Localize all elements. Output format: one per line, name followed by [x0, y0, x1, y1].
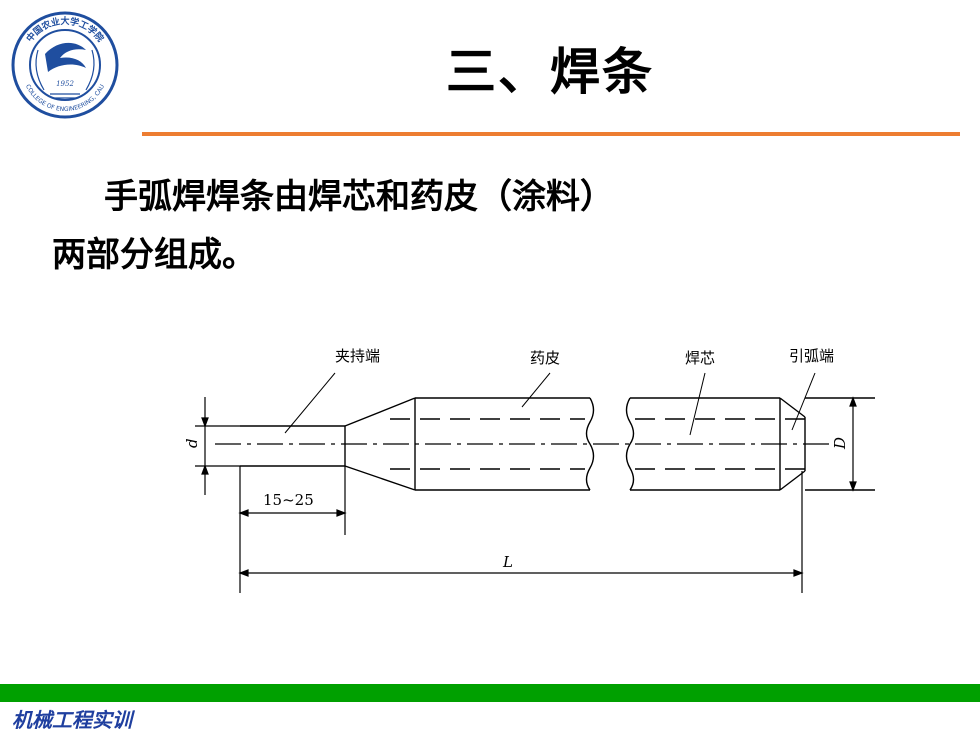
label-d: d	[185, 438, 201, 448]
bird-icon	[45, 42, 86, 72]
body-line-1: 手弧焊焊条由焊芯和药皮（涂料）	[104, 177, 614, 217]
title-divider	[142, 132, 960, 136]
footer-course-name: 机械工程实训	[12, 708, 132, 732]
label-core: 焊芯	[685, 349, 715, 367]
label-length-range: 15~25	[263, 491, 314, 509]
label-clamp-end: 夹持端	[335, 347, 380, 365]
label-arc-end: 引弧端	[789, 347, 834, 365]
label-coating: 药皮	[530, 349, 560, 367]
label-D: D	[831, 437, 849, 450]
label-L: L	[502, 553, 513, 571]
page-title: 三、焊条	[446, 43, 654, 101]
logo-year: 1952	[56, 80, 74, 88]
body-line-2: 两部分组成。	[52, 235, 256, 275]
electrode-diagram: 夹持端 药皮 焊芯 引弧端 d D L 15~25	[185, 347, 875, 593]
college-logo: 中国农业大学工学院 COLLEGE OF ENGINEERING, CAU 19…	[11, 11, 119, 119]
laurel-icon	[35, 49, 95, 99]
footer-bar	[0, 684, 980, 702]
body-paragraph: 手弧焊焊条由焊芯和药皮（涂料） 两部分组成。	[52, 168, 772, 284]
